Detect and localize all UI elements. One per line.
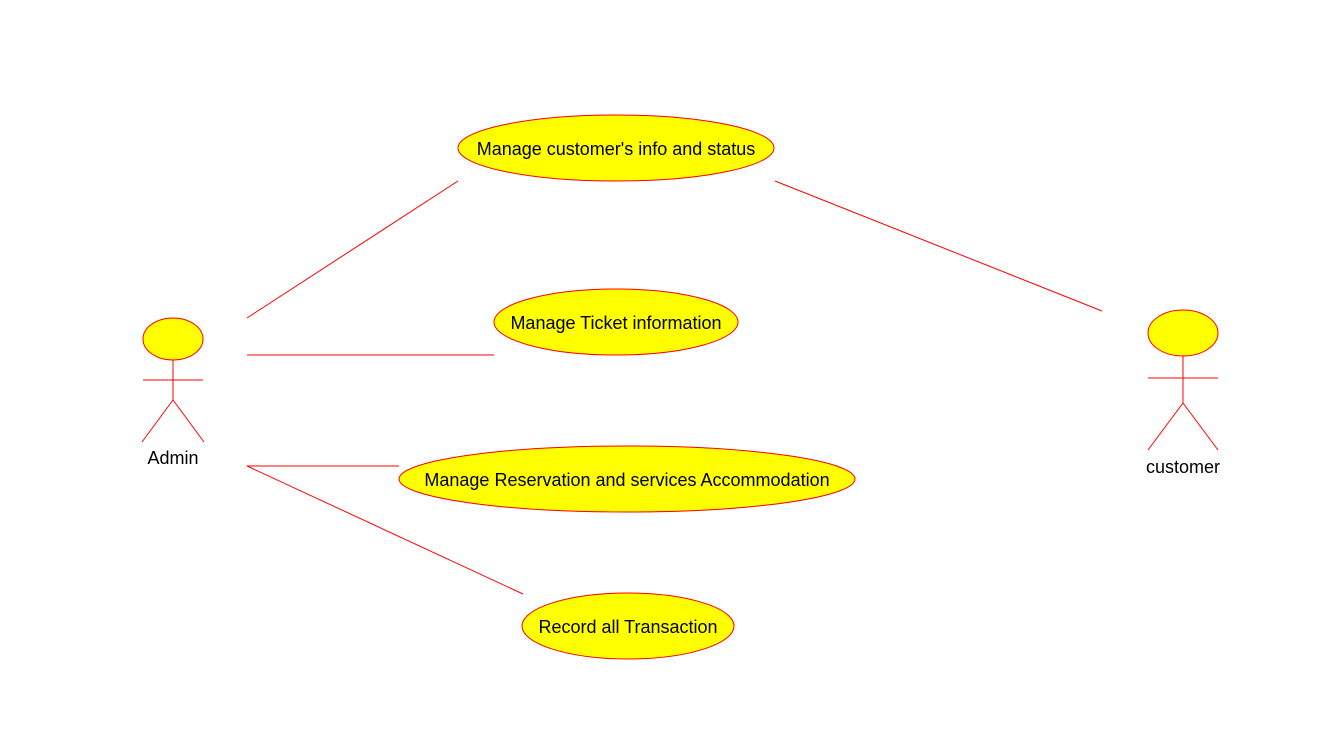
use-case-uc3[interactable]: Manage Reservation and services Accommod… <box>398 445 856 513</box>
use-case-uc1[interactable]: Manage customer's info and status <box>457 114 775 182</box>
association-admin-uc4 <box>246 465 524 595</box>
use-case-label: Manage Reservation and services Accommod… <box>424 470 829 490</box>
use-case-label: Record all Transaction <box>538 617 717 637</box>
use-case-ellipse[interactable] <box>457 114 775 182</box>
actor-head-icon[interactable] <box>1147 309 1219 357</box>
stick-figure-icon <box>141 360 205 443</box>
actor-label: customer <box>1146 457 1220 477</box>
use-case-uc4[interactable]: Record all Transaction <box>521 592 735 660</box>
use-case-label: Manage Ticket information <box>510 313 721 333</box>
use-case-ellipse[interactable] <box>521 592 735 660</box>
use-case-ellipse[interactable] <box>493 288 739 356</box>
association-admin-uc1 <box>246 180 459 319</box>
stick-figure-icon <box>1147 356 1219 451</box>
actor-admin[interactable]: Admin <box>141 317 205 468</box>
actor-head-icon[interactable] <box>142 317 204 361</box>
association-customer-uc1 <box>774 180 1103 312</box>
use-case-label: Manage customer's info and status <box>477 139 756 159</box>
use-case-uc2[interactable]: Manage Ticket information <box>493 288 739 356</box>
associations <box>246 180 1103 595</box>
actor-label: Admin <box>147 448 198 468</box>
use-case-ellipse[interactable] <box>398 445 856 513</box>
actor-customer[interactable]: customer <box>1146 309 1220 477</box>
